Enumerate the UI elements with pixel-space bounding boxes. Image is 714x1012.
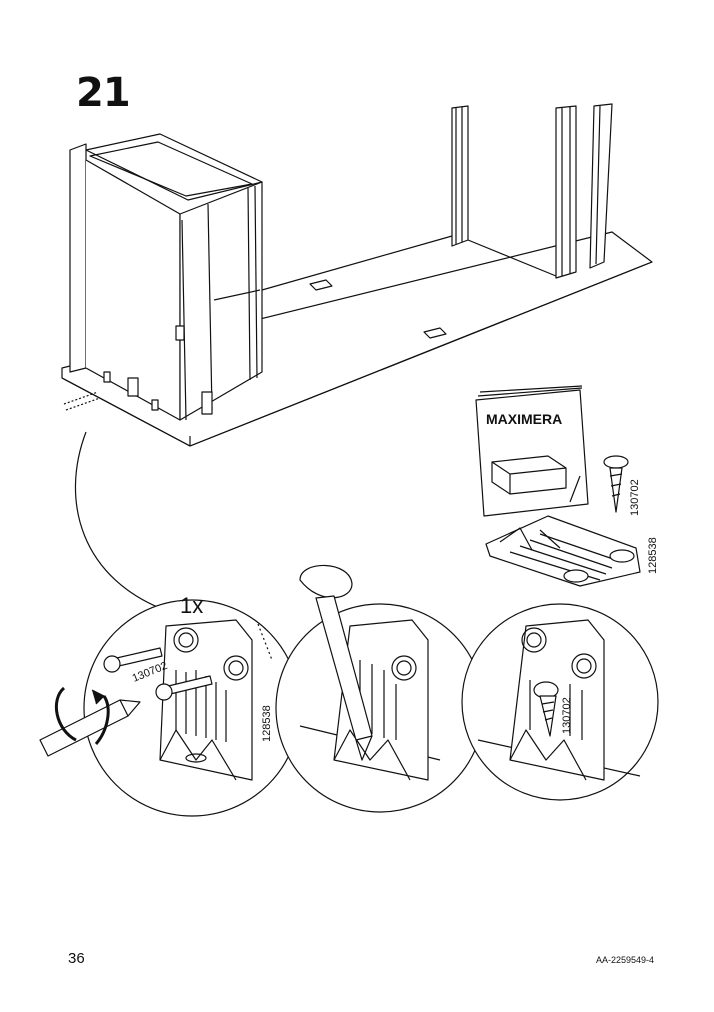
maximera-booklet-reference xyxy=(475,385,641,587)
page-number: 36 xyxy=(68,950,85,967)
bracket-part-id-booklet: 128538 xyxy=(647,537,659,574)
detail-circle-2 xyxy=(275,564,485,813)
quantity-label: 1x xyxy=(180,593,203,618)
detail-circle-1 xyxy=(39,599,301,817)
detail-circle-3 xyxy=(461,603,659,801)
document-code: AA-2259549-4 xyxy=(596,955,655,965)
cabinet-assembly-drawing xyxy=(61,103,653,447)
screw-part-id-3: 130702 xyxy=(561,697,573,734)
booklet-title: MAXIMERA xyxy=(486,411,562,427)
bracket-part-id-1: 128538 xyxy=(261,705,273,742)
step-number: 21 xyxy=(76,70,131,116)
screw-part-id-booklet: 130702 xyxy=(629,479,641,516)
